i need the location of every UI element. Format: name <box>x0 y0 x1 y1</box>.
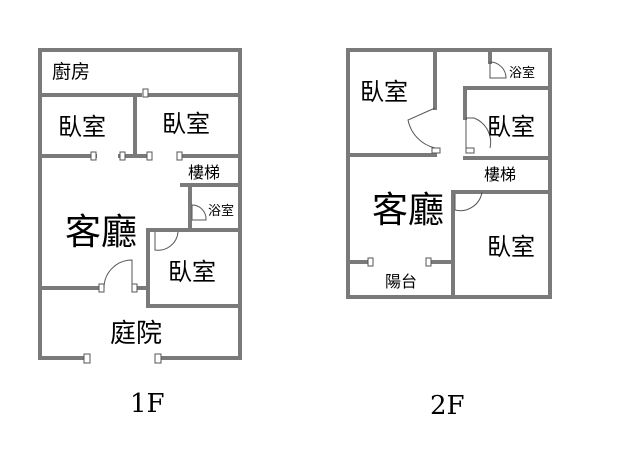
door-jamb <box>119 151 126 161</box>
floor-label-1f: 1F <box>130 389 165 419</box>
label-living-2f: 客廳 <box>372 190 444 231</box>
door-swing <box>489 61 507 79</box>
plan-1f-walls <box>38 48 242 360</box>
label-stairs-1f: 樓梯 <box>188 163 220 182</box>
plan-2f-openings <box>367 61 507 267</box>
label-courtyard-1f: 庭院 <box>110 319 162 349</box>
label-bedroom-c-2f: 臥室 <box>487 233 535 261</box>
door-swing <box>454 191 483 212</box>
plan-2f-labels: 臥室 浴室 臥室 樓梯 客廳 臥室 陽台 2F <box>360 65 535 421</box>
door-jamb <box>154 353 162 364</box>
door-swing <box>103 259 133 289</box>
plan-1f-openings <box>83 88 207 364</box>
door-jamb <box>465 147 475 154</box>
plan-1f-labels: 廚房 臥室 臥室 樓梯 浴室 客廳 臥室 庭院 1F <box>52 60 234 419</box>
label-bedroom-c-1f: 臥室 <box>168 258 216 286</box>
door-jamb <box>90 151 97 161</box>
door-jamb <box>142 88 149 98</box>
label-bedroom-a-2f: 臥室 <box>360 78 408 106</box>
door-swing <box>407 107 436 149</box>
label-balcony-2f: 陽台 <box>385 272 417 291</box>
label-bedroom-b-2f: 臥室 <box>487 113 535 141</box>
door-jamb <box>131 283 138 293</box>
label-bedroom-b-1f: 臥室 <box>162 110 210 138</box>
label-stairs-2f: 樓梯 <box>484 165 516 184</box>
door-jamb <box>425 257 432 267</box>
label-kitchen-1f: 廚房 <box>52 60 90 83</box>
door-swing <box>465 117 492 149</box>
door-jamb <box>83 353 91 364</box>
floor-label-2f: 2F <box>430 391 465 421</box>
label-bath-1f: 浴室 <box>208 203 234 219</box>
label-bath-2f: 浴室 <box>509 65 535 81</box>
door-swing <box>191 204 207 221</box>
door-swing <box>154 231 179 251</box>
plan-2f-walls <box>346 48 552 299</box>
door-jamb <box>146 151 153 161</box>
door-jamb <box>176 151 183 161</box>
door-jamb <box>98 283 105 293</box>
label-living-1f: 客廳 <box>65 212 137 253</box>
label-bedroom-a-1f: 臥室 <box>58 113 106 141</box>
door-jamb <box>367 257 374 267</box>
door-jamb <box>431 147 441 154</box>
